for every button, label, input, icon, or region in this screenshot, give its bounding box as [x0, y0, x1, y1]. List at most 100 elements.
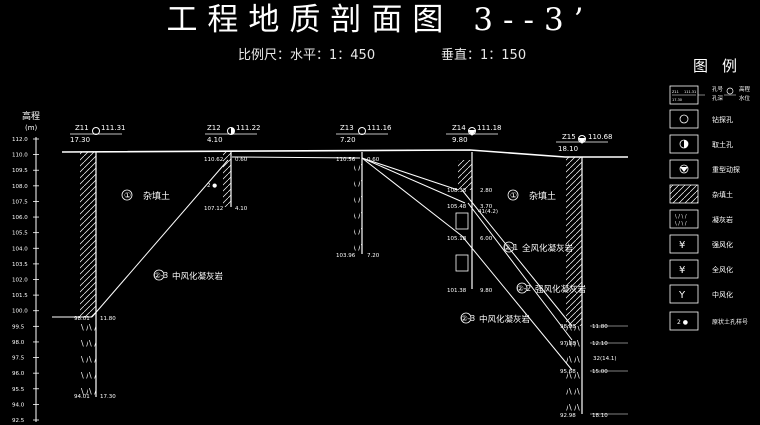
legend-title: 图例	[693, 57, 752, 75]
axis-tick-label: 94.0	[12, 402, 25, 408]
layer-boundary-line	[91, 159, 229, 318]
svg-text:①: ①	[510, 191, 517, 200]
svg-text:110.68: 110.68	[588, 133, 613, 141]
axis-tick-label: 102.0	[12, 278, 28, 284]
legend-item-strong-weathering: ¥ 强风化	[669, 234, 733, 254]
axis-tick-label: 100.0	[12, 309, 28, 315]
axis-tick-label: 96.0	[12, 371, 25, 377]
svg-text:凝灰岩: 凝灰岩	[712, 215, 733, 224]
legend-item-exploration-hole: 钻探孔	[669, 109, 733, 129]
svg-text:111.16: 111.16	[367, 124, 392, 132]
svg-text:Z11: Z11	[672, 90, 679, 94]
exploration-hole-icon	[92, 127, 100, 135]
svg-text:11.80: 11.80	[592, 324, 608, 330]
svg-text:98.01: 98.01	[74, 316, 90, 322]
svg-text:0.60: 0.60	[235, 157, 248, 163]
layer-boundary-line	[361, 157, 466, 204]
axis-tick-label: 112.0	[12, 137, 28, 143]
layer-label: ① 杂填土	[121, 189, 170, 202]
svg-text:中风化凝灰岩: 中风化凝灰岩	[172, 271, 224, 282]
axis-tick-label: 106.0	[12, 215, 28, 221]
svg-text:Z11: Z11	[75, 124, 89, 132]
svg-text:\ / \ /: \ / \ /	[675, 221, 687, 227]
svg-text:95.68: 95.68	[560, 369, 576, 375]
svg-text:101.38: 101.38	[447, 288, 467, 294]
borehole-z14: Z14 111.18 9.80 108.38 2.80 105.48 3.70 …	[446, 124, 502, 294]
axis-tick-label: 105.5	[12, 231, 28, 237]
sample-number-icon: 2 ●	[677, 319, 688, 326]
legend-item-heavy-penetration: 重型动探	[669, 159, 740, 179]
svg-text:Z12: Z12	[207, 124, 221, 132]
svg-text:强风化: 强风化	[712, 240, 733, 249]
svg-text:18.10: 18.10	[592, 413, 608, 419]
svg-text:111.22: 111.22	[236, 124, 261, 132]
svg-text:110.56: 110.56	[336, 157, 356, 163]
heavy-penetration-icon	[468, 130, 476, 136]
svg-text:中风化凝灰岩: 中风化凝灰岩	[479, 314, 531, 325]
strong-weathering-icon: ¥	[679, 240, 685, 251]
svg-text:15.00: 15.00	[592, 369, 608, 375]
svg-text:97.88: 97.88	[560, 341, 576, 347]
vertical-scale: 垂直：1：150	[441, 48, 527, 63]
svg-text:全风化凝灰岩: 全风化凝灰岩	[522, 243, 574, 254]
svg-text:105.48: 105.48	[447, 204, 467, 210]
svg-text:41(4.2): 41(4.2)	[478, 209, 498, 215]
svg-text:32(14.1): 32(14.1)	[593, 356, 617, 362]
layer-boundary-line	[231, 156, 361, 159]
svg-text:孔号: 孔号	[712, 85, 724, 93]
svg-text:2 ●: 2 ●	[207, 183, 217, 189]
layer-label: ① 杂填土	[507, 189, 556, 202]
borehole-z12: Z12 111.22 4.10 110.62 0.60 2 ● 107.12 4…	[204, 124, 261, 212]
svg-text:6.00: 6.00	[480, 236, 493, 242]
svg-text:杂填土: 杂填土	[529, 190, 556, 202]
ground-surface-line	[61, 149, 628, 158]
layer-boundary-line	[461, 189, 573, 327]
borehole-marker-icon	[726, 87, 734, 95]
svg-text:Z13: Z13	[340, 124, 354, 132]
axis-title: 高程	[22, 110, 40, 122]
svg-text:98.88: 98.88	[560, 324, 576, 330]
legend-item-sampling-hole: 取土孔	[669, 134, 733, 154]
svg-text:重型动探: 重型动探	[712, 165, 740, 174]
tuff-icon: \ / \ /	[675, 214, 687, 220]
layer-label: ②-3 中风化凝灰岩	[460, 312, 531, 325]
axis-tick-label: 95.5	[12, 387, 25, 393]
svg-text:7.20: 7.20	[340, 136, 356, 144]
axis-tick-label: 107.5	[12, 199, 28, 205]
legend-item-borehole-marker: Z11 111.31 17.30 孔号 孔深 高程 水位	[669, 85, 751, 105]
borehole-z13: Z13 111.16 7.20 110.56 0.60 103.96 7.20	[336, 124, 392, 259]
axis-tick-label: 97.5	[12, 356, 25, 362]
axis-unit: (m)	[25, 124, 38, 132]
svg-text:②-1: ②-1	[504, 243, 518, 252]
borehole-z11: Z11 111.31 17.30 98.01 11.80 94.01 17.30	[70, 124, 126, 400]
legend-item-fill: 杂填土	[669, 184, 733, 204]
svg-text:钻探孔: 钻探孔	[712, 115, 733, 124]
heavy-penetration-icon	[680, 167, 688, 172]
legend-item-sample-number: 2 ● 原状土孔样号	[669, 311, 748, 331]
svg-text:原状土孔样号: 原状土孔样号	[712, 318, 748, 326]
svg-text:9.80: 9.80	[452, 136, 468, 144]
svg-text:17.30: 17.30	[672, 98, 682, 102]
svg-text:孔深: 孔深	[712, 94, 724, 102]
axis-tick-label: 103.5	[12, 262, 28, 268]
svg-text:Z14: Z14	[452, 124, 466, 132]
full-weathering-icon: ¥	[679, 265, 685, 276]
svg-text:105.18: 105.18	[447, 236, 467, 242]
layer-label: ②-1 全风化凝灰岩	[503, 241, 574, 254]
axis-tick-label: 92.5	[12, 418, 25, 424]
svg-text:全风化: 全风化	[712, 265, 733, 274]
svg-text:11.80: 11.80	[100, 316, 116, 322]
horizontal-scale: 比例尺：水平：1：450	[238, 48, 376, 63]
svg-text:111.18: 111.18	[477, 124, 502, 132]
axis-tick-label: 98.0	[12, 340, 25, 346]
svg-text:4.10: 4.10	[207, 136, 223, 144]
svg-text:107.12: 107.12	[204, 206, 223, 212]
layer-label: ②-2 强风化凝灰岩	[516, 282, 587, 295]
axis-tick-label: 99.5	[12, 324, 25, 330]
svg-text:110.62: 110.62	[204, 157, 223, 163]
svg-text:高程: 高程	[739, 85, 751, 93]
legend: Z11 111.31 17.30 孔号 孔深 高程 水位 钻探孔 取土孔	[669, 85, 751, 331]
svg-text:取土孔: 取土孔	[712, 140, 733, 149]
svg-text:17.30: 17.30	[100, 394, 116, 400]
axis-tick-label: 109.5	[12, 168, 28, 174]
